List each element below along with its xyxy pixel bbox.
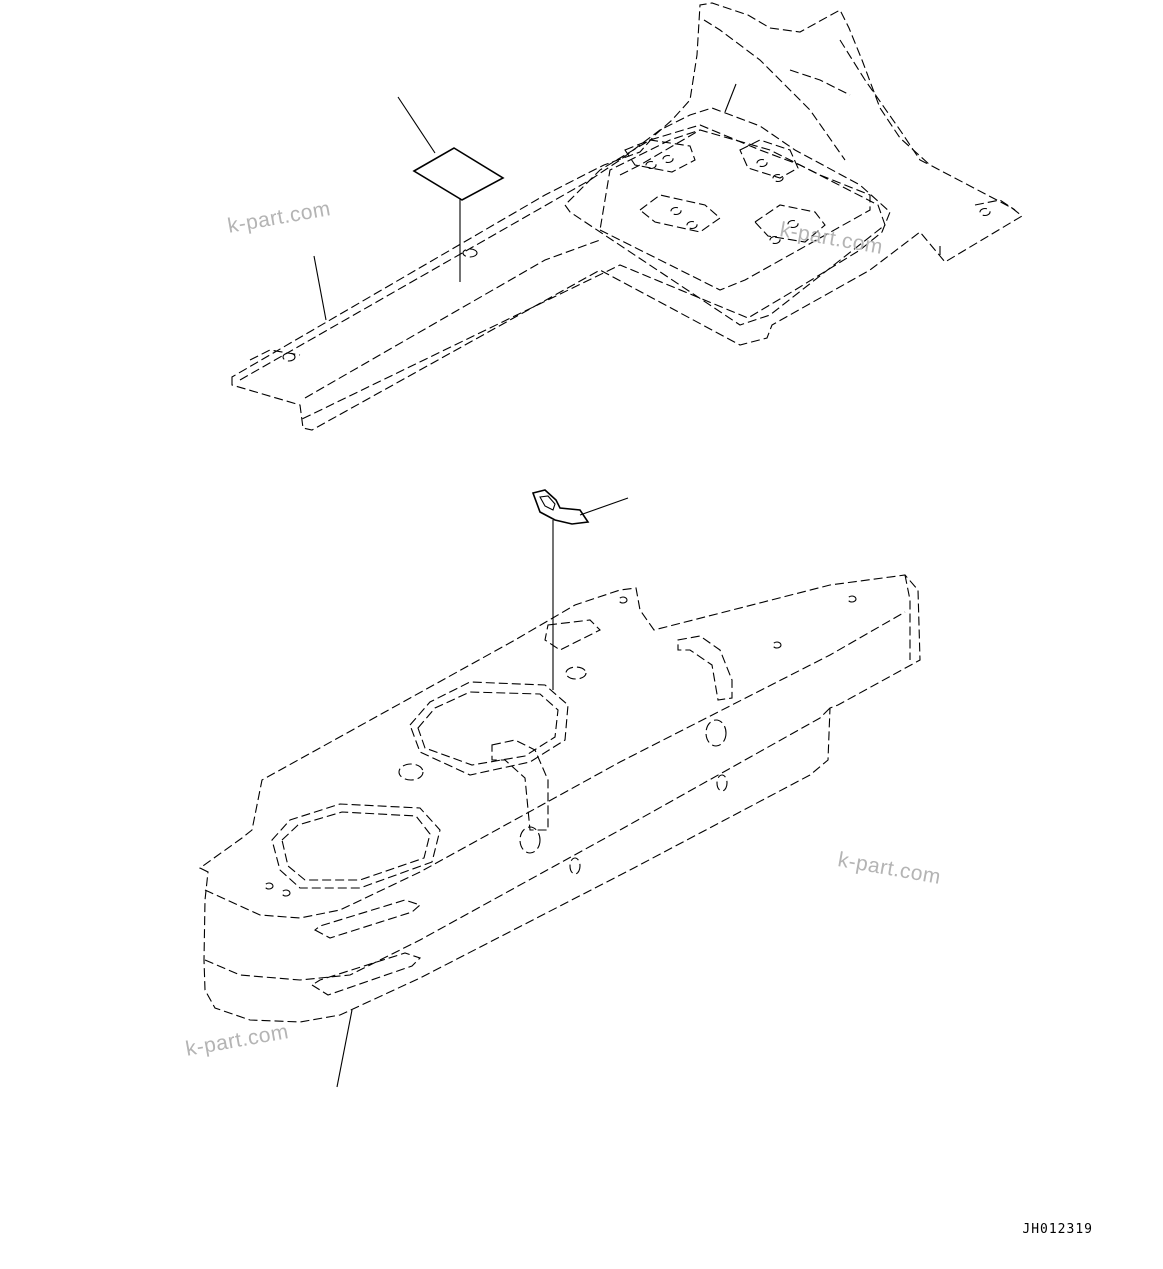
leader-lines-lower (336, 497, 629, 1088)
leader-lines-upper (313, 83, 737, 321)
floor-mat-outline (231, 2, 1023, 431)
diagram-code: JH012319 (1022, 1222, 1093, 1237)
frame-label-tag-icon (531, 489, 590, 525)
floor-mat-sheet-icon (412, 147, 505, 201)
revolving-frame-outline (198, 574, 921, 1023)
